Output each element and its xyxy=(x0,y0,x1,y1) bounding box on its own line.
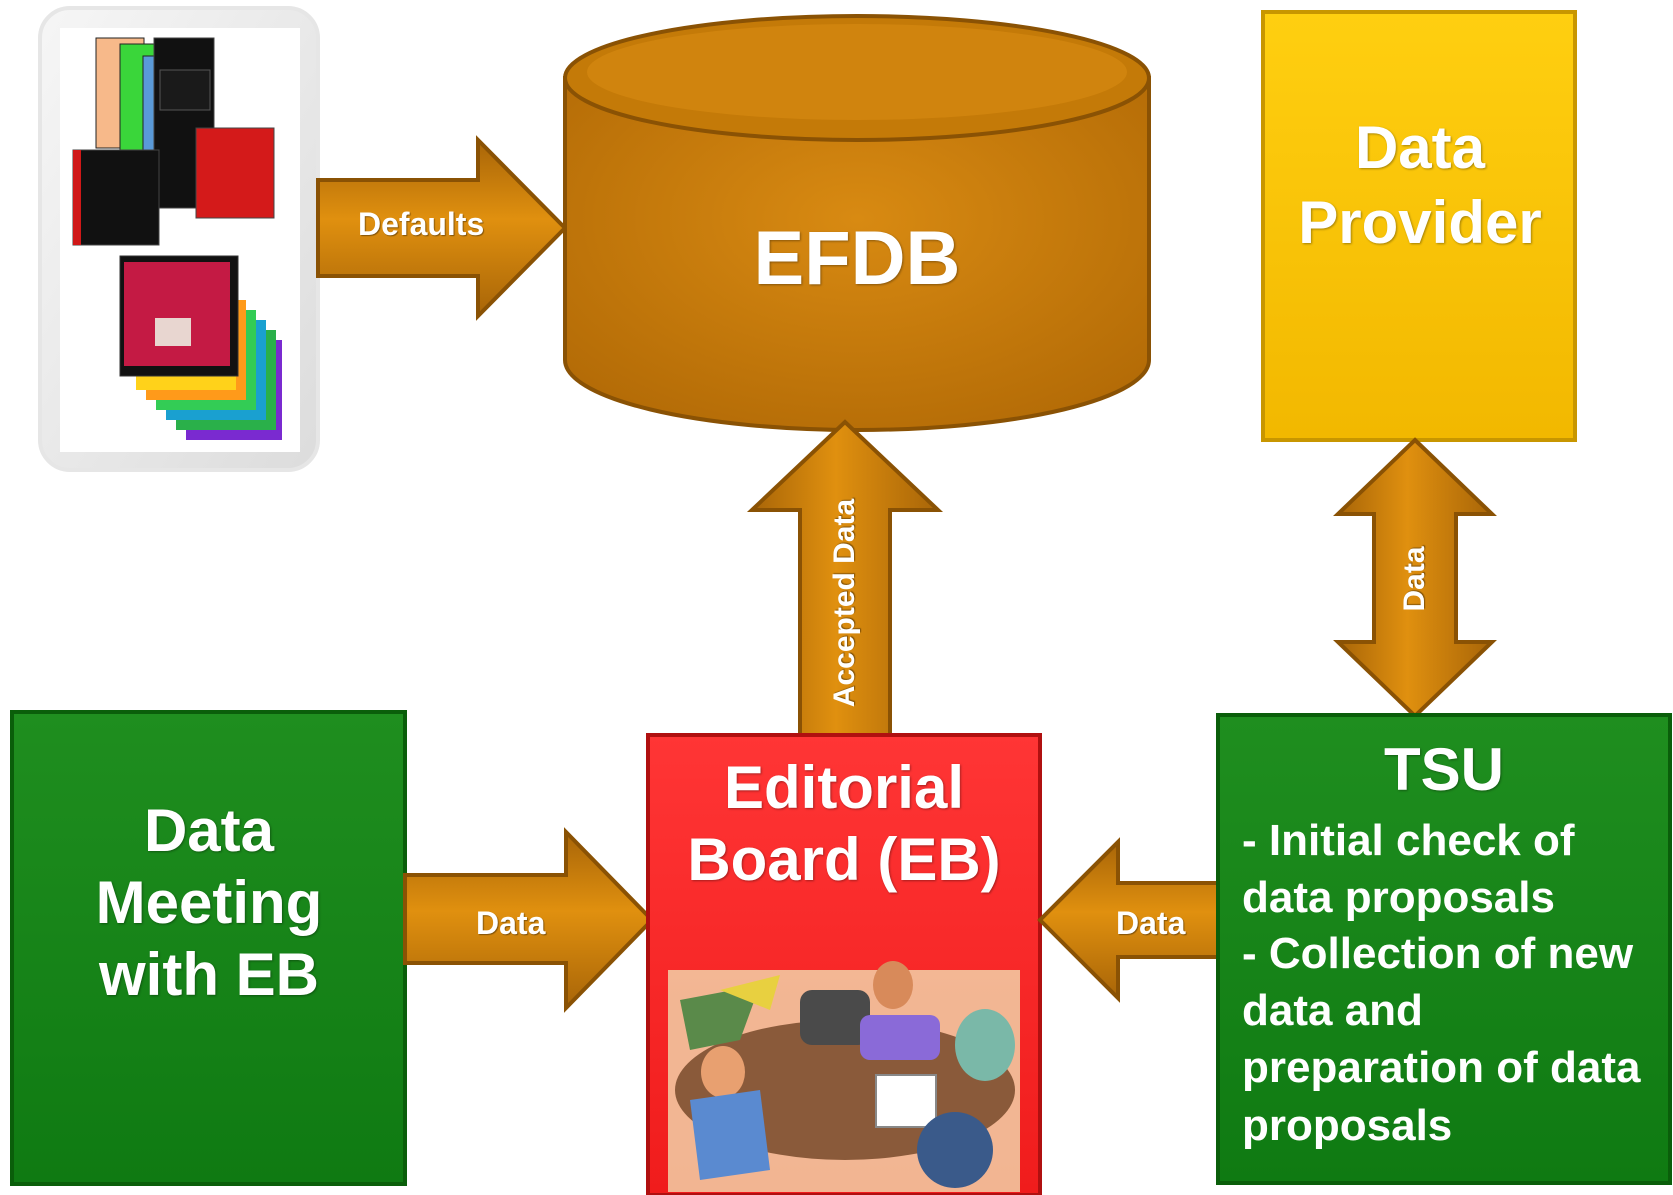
accepted-data-arrow xyxy=(746,419,944,740)
tsu-item-collection: - Collection of new data and preparation… xyxy=(1242,929,1641,1150)
tsu-eb-arrow xyxy=(1037,837,1220,1003)
editorial-board-label: Editorial Board (EB) xyxy=(687,754,1001,893)
tsu-box xyxy=(1216,713,1672,1185)
tsu-title: TSU xyxy=(1384,736,1504,803)
data-meeting-label: Data Meeting with EB xyxy=(95,797,323,1008)
tsu-item-initial-check: - Initial check of data proposals xyxy=(1242,816,1575,923)
publications-image xyxy=(38,6,320,472)
efdb-label: EFDB xyxy=(753,216,961,301)
efdb-database xyxy=(563,14,1151,432)
meeting-eb-arrow xyxy=(403,827,655,1013)
accepted-data-edge-label: Accepted Data xyxy=(828,498,861,708)
meeting-clipart-image xyxy=(668,961,1020,1192)
tsu-data-edge-label: Data xyxy=(1116,905,1186,941)
data-provider-label: Data Provider xyxy=(1298,114,1542,256)
meeting-data-edge-label: Data xyxy=(476,905,546,941)
provider-data-edge-label: Data xyxy=(1398,546,1431,612)
defaults-arrow xyxy=(316,135,568,321)
defaults-edge-label: Defaults xyxy=(358,206,485,242)
data-provider-box xyxy=(1261,10,1577,442)
